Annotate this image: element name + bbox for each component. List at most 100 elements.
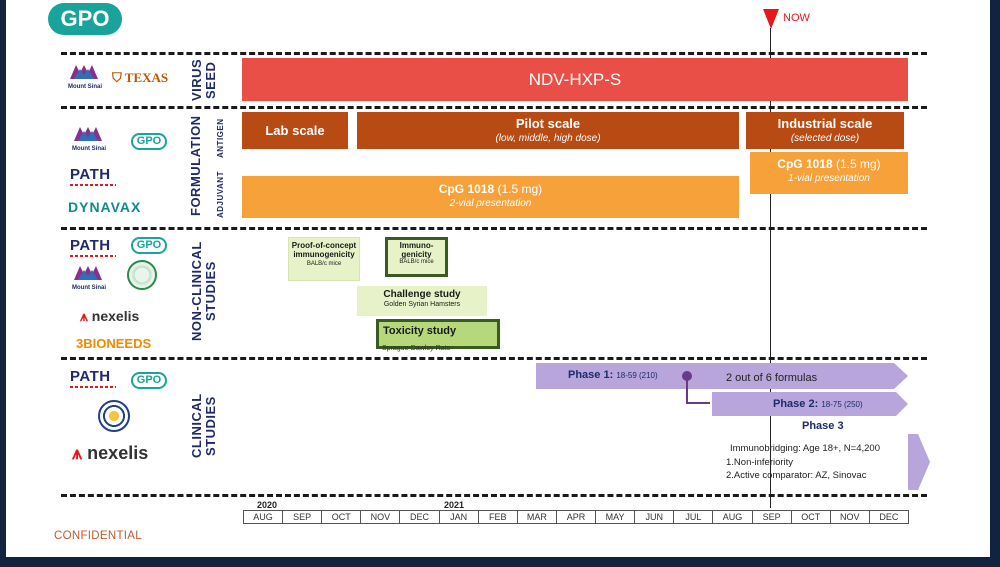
separator-1	[61, 52, 927, 55]
phase3-line3: 2.Active comparator: AZ, Sinovac	[726, 470, 867, 481]
now-triangle-icon	[763, 9, 779, 29]
timeline-month: AUG	[712, 510, 753, 524]
phase2-label-group: Phase 2: 18-75 (250)	[773, 398, 863, 410]
phase3-arrow	[908, 434, 930, 490]
timeline-month: OCT	[790, 510, 831, 524]
phase2-label: Phase 2:	[773, 398, 819, 410]
now-line	[770, 28, 771, 508]
texas-shield-icon: ⛉	[112, 70, 122, 85]
nexelis-logo-text-2: nexelis	[87, 443, 149, 463]
gpo-logo-small-2: GPO	[131, 237, 167, 254]
proof-of-concept-sub: BALB/c mice	[306, 261, 342, 267]
cpg-1vial-sub: 1-vial presentation	[788, 173, 870, 184]
gpo-logo-small-3: GPO	[131, 372, 167, 389]
row-label-virus-seed: VIRUS SEED	[189, 58, 218, 102]
cpg-1vial-label: CpG 1018	[777, 157, 833, 171]
path-logo-2-stripe	[70, 255, 116, 257]
cpg-1vial-dose: (1.5 mg)	[836, 157, 881, 171]
separator-3	[61, 227, 927, 230]
path-logo-3-stripe	[70, 386, 116, 388]
pilot-scale-label: Pilot scale	[515, 116, 581, 131]
nexelis-icon-2: ⩚	[72, 443, 83, 463]
nexelis-logo-2: ⩚ nexelis	[72, 443, 148, 464]
row-label-non-clinical: NON-CLINICAL STUDIES	[189, 241, 218, 341]
path-logo-3: PATH	[70, 368, 111, 385]
nexelis-logo: ⩚ nexelis	[80, 308, 139, 325]
phase1-detail: 18-59 (210)	[616, 371, 658, 380]
government-seal-icon	[127, 260, 157, 290]
toxicity-study-sub: Sprague-Dawley Rats	[382, 345, 451, 352]
ndv-hxp-s-label: NDV-HXP-S	[528, 70, 622, 89]
separator-4	[61, 357, 927, 360]
industrial-scale-bar: Industrial scale (selected dose)	[746, 112, 904, 149]
phase-connector-dot	[682, 371, 692, 381]
mount-sinai-logo: Mount Sinai	[68, 84, 102, 90]
mount-sinai-icon-2	[74, 125, 102, 145]
timeline-month: MAR	[516, 510, 557, 524]
bioneeds-logo-text: BIONEEDS	[83, 336, 152, 351]
slide: GPO NOW VIRUS SEED FORMULATION ANTIGEN A…	[6, 0, 990, 557]
timeline-month: DEC	[399, 510, 440, 524]
gpo-logo: GPO	[48, 3, 122, 35]
path-logo-2: PATH	[70, 237, 111, 254]
immunogenicity-title: Immuno-genicity	[399, 241, 434, 259]
timeline-year-2021: 2021	[444, 500, 465, 510]
mount-sinai-logo-3: Mount Sinai	[72, 285, 106, 291]
industrial-scale-label: Industrial scale	[777, 116, 873, 131]
phase1-label: Phase 1:	[568, 369, 614, 381]
timeline-month: NOV	[829, 510, 870, 524]
row-sublabel-adjuvant: ADJUVANT	[216, 171, 225, 218]
cpg-2vial-title: CpG 1018 (1.5 mg)	[242, 182, 739, 196]
proof-of-concept-box: Proof-of-concept immunogenicity BALB/c m…	[288, 237, 360, 281]
texas-logo-text: TEXAS	[124, 70, 169, 85]
timeline-month: SEP	[751, 510, 792, 524]
confidential-label: CONFIDENTIAL	[54, 530, 142, 542]
separator-2	[61, 106, 927, 109]
cpg-2vial-bar: CpG 1018 (1.5 mg) 2-vial presentation	[242, 176, 739, 218]
now-label: NOW	[783, 12, 810, 24]
phase1-label-group: Phase 1: 18-59 (210)	[568, 369, 658, 381]
challenge-study-sub: Golden Syrian Hamsters	[383, 301, 461, 308]
timeline-month: DEC	[868, 510, 909, 524]
immunogenicity-sub: BALB/c mice	[399, 259, 434, 265]
mount-sinai-icon-3	[74, 264, 102, 284]
timeline-month: SEP	[282, 510, 323, 524]
phase3-line1: Immunobridging: Age 18+, N=4,200	[730, 443, 880, 454]
bioneeds-logo: 3BIONEEDS	[76, 336, 151, 351]
timeline-year-2020: 2020	[257, 500, 278, 510]
phase3-line2: 1.Non-inferiority	[726, 457, 794, 468]
lab-scale-label: Lab scale	[265, 123, 325, 138]
ndv-hxp-s-bar: NDV-HXP-S	[242, 58, 908, 101]
mount-sinai-logo-2: Mount Sinai	[72, 146, 106, 152]
cpg-2vial-sub: 2-vial presentation	[449, 198, 532, 209]
timeline-month: APR	[555, 510, 597, 524]
proof-of-concept-title: Proof-of-concept immunogenicity	[291, 241, 357, 259]
dynavax-logo: DYNAVAX	[68, 199, 142, 215]
nexelis-logo-text: nexelis	[91, 308, 140, 324]
timeline-month: JAN	[438, 510, 479, 524]
bioneeds-icon: 3	[76, 336, 84, 351]
timeline-month: NOV	[360, 510, 401, 524]
path-logo-stripe	[70, 184, 116, 186]
immunogenicity-box: Immuno-genicity BALB/c mice	[385, 237, 448, 277]
timeline-month: JUN	[634, 510, 675, 524]
row-label-formulation: FORMULATION	[188, 115, 203, 217]
toxicity-study-box: Toxicity study	[376, 319, 500, 349]
timeline-month: FEB	[477, 510, 518, 524]
industrial-scale-sub: (selected dose)	[790, 133, 860, 144]
pilot-scale-sub: (low, middle, high dose)	[495, 133, 601, 144]
toxicity-study-title: Toxicity study	[383, 325, 457, 337]
texas-logo: ⛉ TEXAS	[112, 70, 168, 86]
pilot-scale-bar: Pilot scale (low, middle, high dose)	[357, 112, 739, 149]
row-label-clinical: CLINICAL STUDIES	[189, 393, 218, 459]
cpg-1vial-title: CpG 1018 (1.5 mg)	[750, 157, 908, 171]
cpg-2vial-label: CpG 1018	[438, 182, 495, 196]
phase-connector-line	[686, 380, 710, 404]
path-logo: PATH	[70, 166, 111, 183]
phase2-arrow	[712, 392, 908, 416]
timeline-month: AUG	[243, 510, 284, 524]
separator-5	[61, 494, 927, 497]
timeline-month: MAY	[595, 510, 636, 524]
gpo-logo-small-1: GPO	[131, 133, 167, 150]
phase3-label: Phase 3	[802, 420, 844, 432]
